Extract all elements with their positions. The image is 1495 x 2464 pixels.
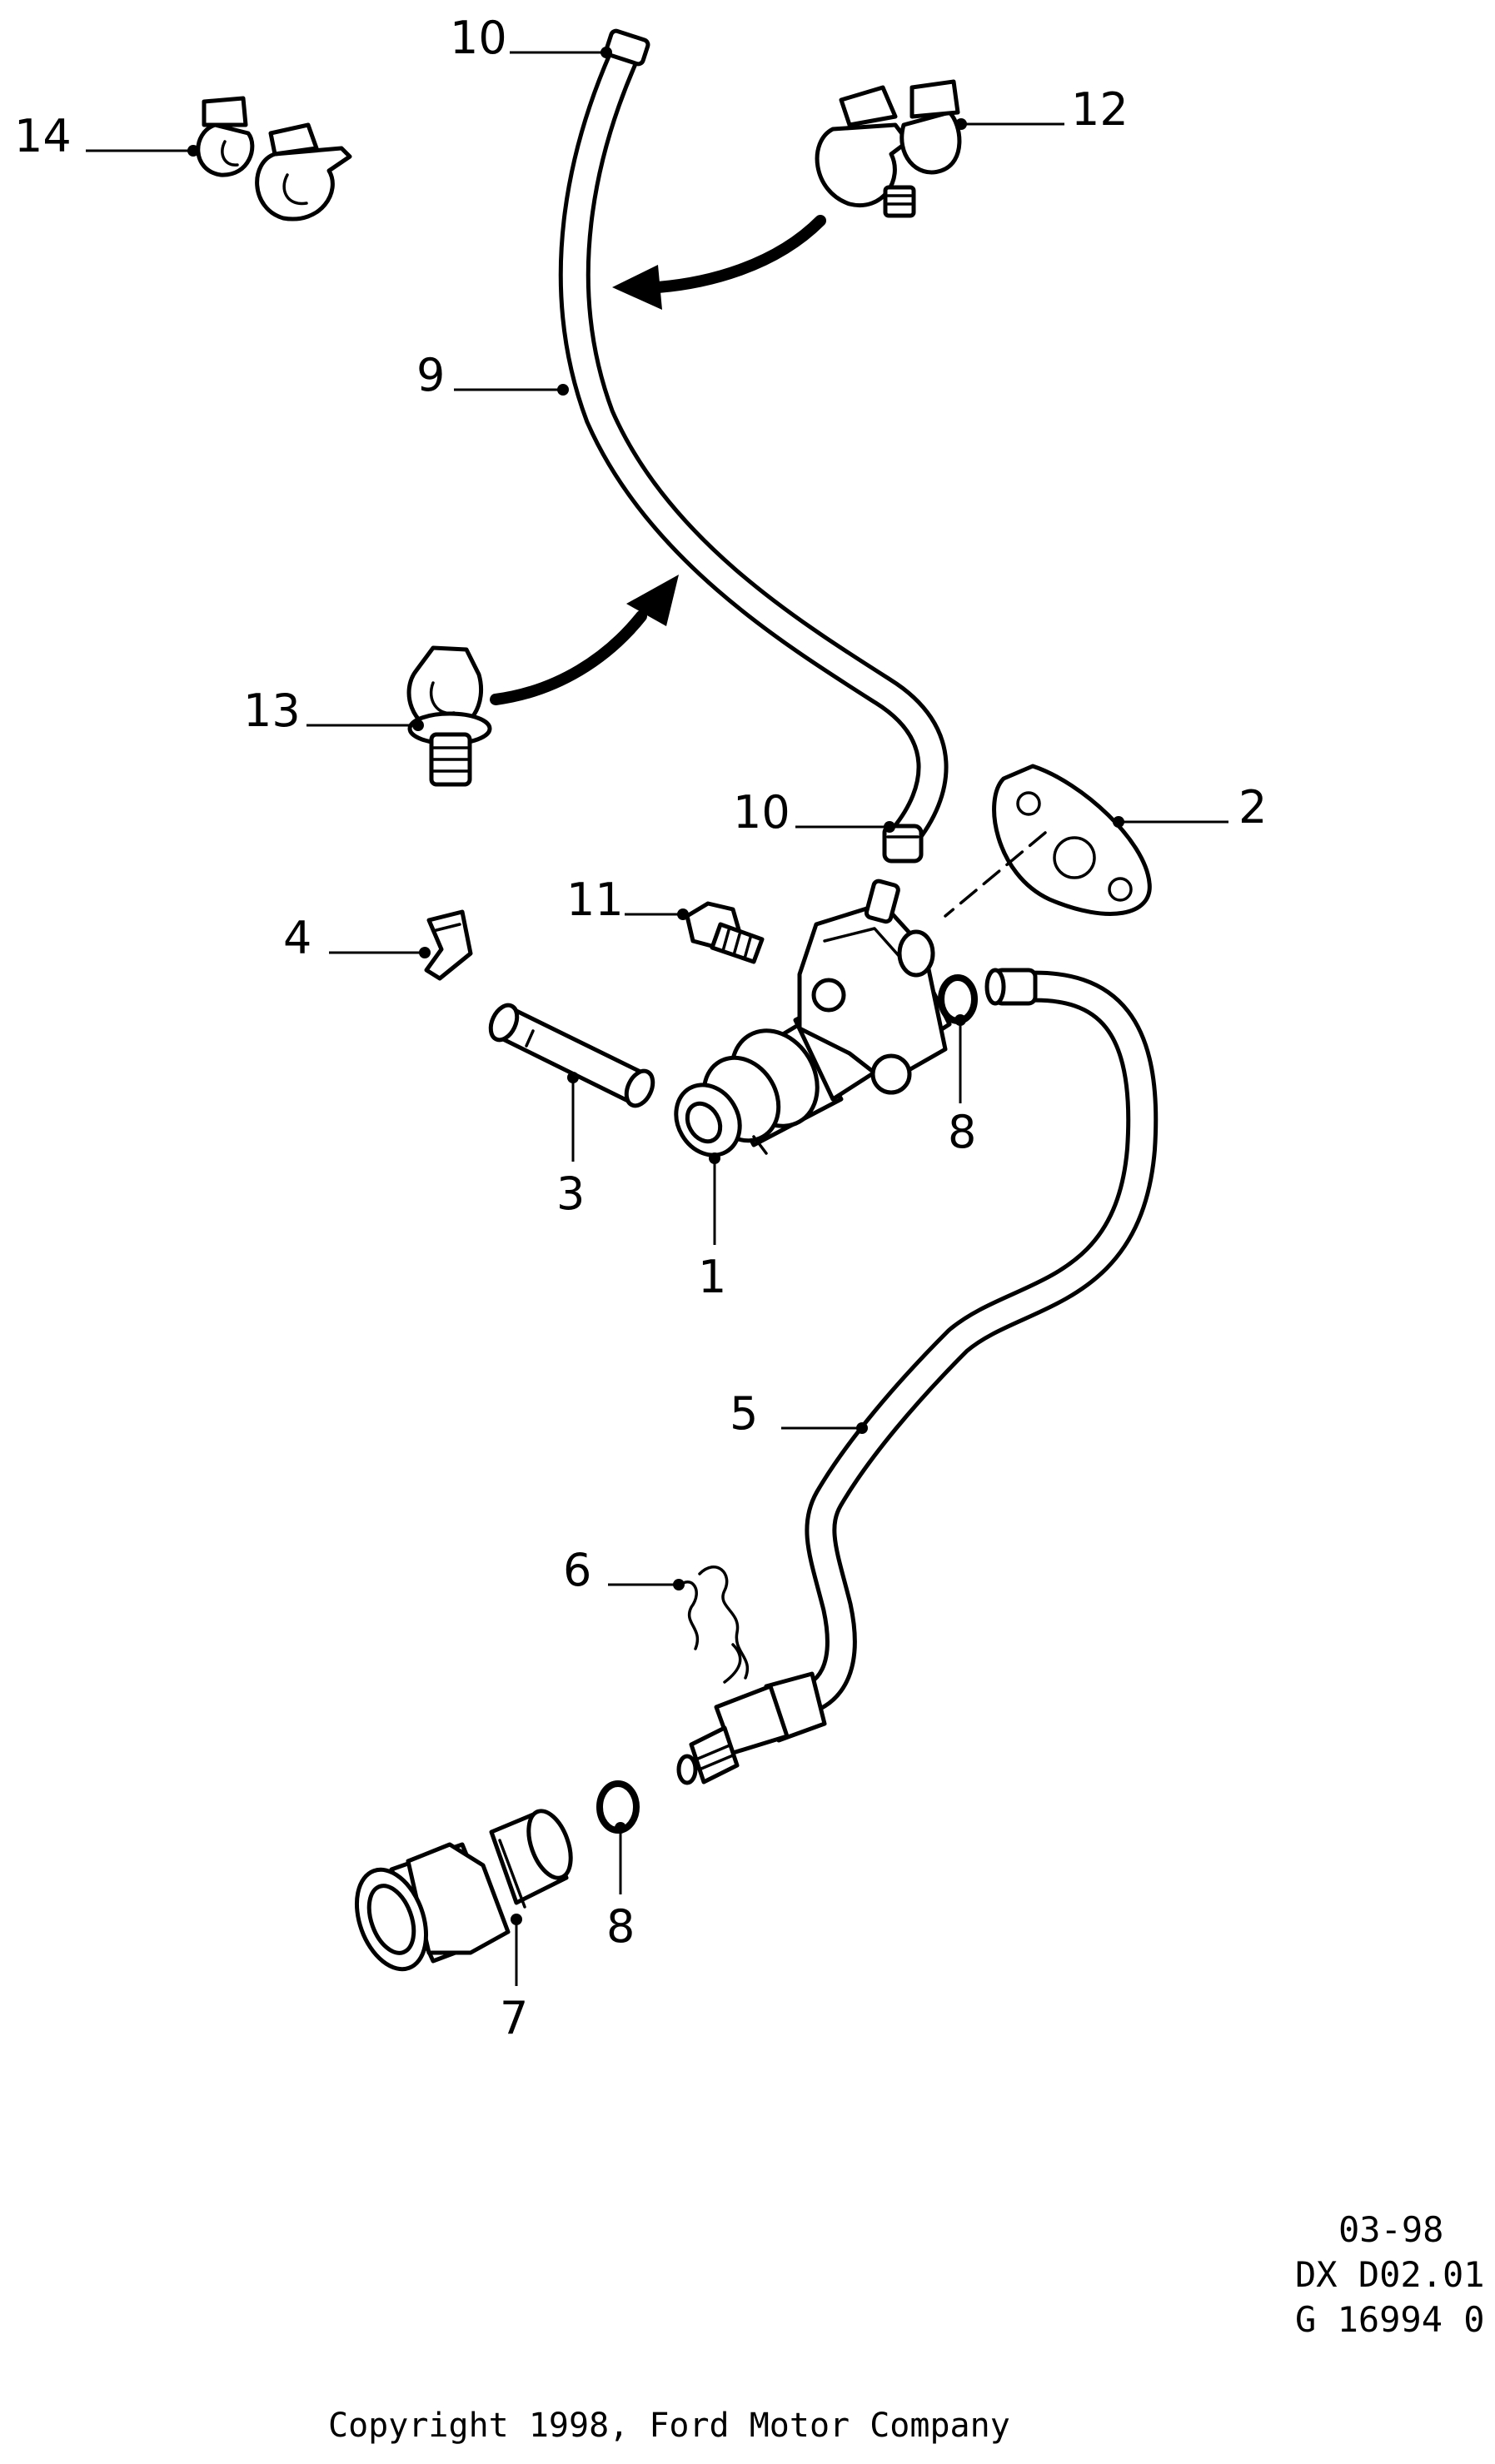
callout-label-5: 5 (730, 1387, 758, 1440)
callout-3: 3 (556, 1072, 585, 1220)
hose-end-top (604, 28, 650, 67)
drawing-date: 03-98 (1338, 2209, 1443, 2250)
callout-label-4: 4 (283, 912, 311, 964)
retaining-clip (424, 909, 473, 981)
callout-label-7: 7 (500, 1992, 528, 2044)
double-clip (196, 96, 352, 222)
master-cylinder (674, 879, 952, 1157)
callout-label-3: 3 (556, 1167, 585, 1220)
o-ring-upper (938, 974, 978, 1024)
clip-with-stud (815, 79, 962, 218)
callout-12: 12 (955, 83, 1129, 136)
hose-upper (558, 42, 949, 853)
callout-10-top: 10 (450, 12, 612, 64)
callout-label-8-lower: 8 (606, 1900, 635, 1953)
copyright-notice: Copyright 1998, Ford Motor Company (328, 2407, 1010, 2445)
callout-2: 2 (1113, 781, 1267, 834)
callout-label-13: 13 (243, 684, 301, 737)
drawing-ref: G 16994 0 (1295, 2299, 1485, 2340)
callout-label-10-mid: 10 (733, 786, 790, 839)
callout-11: 11 (566, 874, 689, 926)
callout-14: 14 (14, 110, 199, 162)
install-arrow-lower (490, 575, 679, 705)
callout-7: 7 (500, 1914, 528, 2044)
callout-13: 13 (243, 684, 424, 737)
callout-10-mid: 10 (733, 786, 895, 839)
single-clip (406, 645, 492, 787)
callout-1: 1 (698, 1152, 726, 1303)
bolt (685, 901, 765, 964)
hose-connector-lower (676, 1671, 827, 1785)
callout-label-9: 9 (416, 349, 445, 401)
drawing-code: DX D02.01 (1295, 2254, 1485, 2295)
hose-lower (775, 970, 1159, 1719)
gasket-plate (992, 764, 1152, 916)
hose-end-bottom (882, 824, 924, 864)
callout-label-6: 6 (563, 1544, 591, 1596)
callout-label-1: 1 (698, 1251, 726, 1303)
callout-6: 6 (563, 1544, 685, 1596)
callout-label-8-upper: 8 (948, 1106, 976, 1158)
pushrod-pin (488, 1003, 655, 1108)
callout-8-upper: 8 (948, 1014, 976, 1158)
callout-5: 5 (730, 1387, 868, 1440)
spring-clip (677, 1566, 749, 1684)
callout-8-lower: 8 (606, 1822, 635, 1953)
callout-label-2: 2 (1238, 781, 1267, 834)
adapter-fitting (354, 1809, 573, 1972)
install-arrow-upper (612, 215, 826, 310)
hose-fitting-upper (984, 968, 1038, 1006)
callout-label-12: 12 (1071, 83, 1129, 136)
callout-label-10-top: 10 (450, 12, 507, 64)
callout-label-14: 14 (14, 110, 72, 162)
callout-9: 9 (416, 349, 569, 401)
callout-label-11: 11 (566, 874, 624, 926)
callout-4: 4 (283, 912, 431, 964)
